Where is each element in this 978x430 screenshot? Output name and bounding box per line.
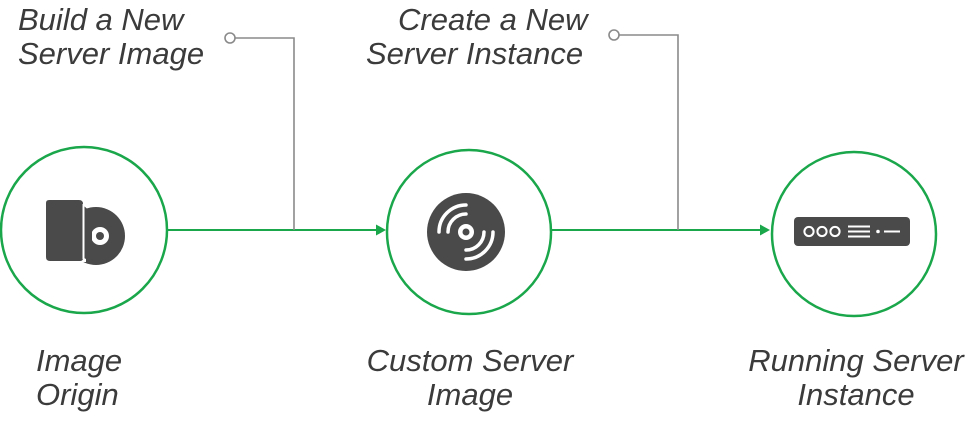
step-label-build-line2: Server Image — [18, 36, 205, 71]
node-label-origin-line2: Origin — [36, 377, 119, 412]
book-disc-icon — [44, 198, 125, 265]
step-label-build-image: Build a New Server Image — [18, 3, 204, 71]
disc-icon — [427, 193, 505, 271]
step-connector-create — [608, 29, 679, 230]
node-label-running-line2: Instance — [797, 377, 915, 412]
node-label-running-line1: Running Server — [748, 343, 964, 378]
node-label-custom-line2: Image — [426, 377, 514, 412]
step-label-build-line1: Build a New — [18, 2, 184, 37]
step-label-create-line2: Server Instance — [366, 36, 584, 71]
node-custom-server-image — [385, 148, 553, 316]
connector-line-create — [619, 34, 679, 230]
node-label-custom-line1: Custom Server — [366, 343, 574, 378]
node-image-origin — [0, 145, 169, 315]
step-label-create-instance: Create a New Server Instance — [366, 3, 588, 71]
arrowhead-to-running — [760, 224, 770, 236]
step-label-create-line1: Create a New — [398, 2, 588, 37]
connector-line-build — [235, 37, 295, 230]
flow-arrows — [168, 224, 770, 236]
node-label-image-origin: Image Origin — [36, 344, 122, 412]
arrowhead-to-custom — [376, 224, 386, 236]
connector-dot-build — [224, 32, 236, 44]
step-connector-build — [224, 32, 295, 230]
node-running-server-instance — [770, 150, 938, 318]
node-label-origin-line1: Image — [36, 343, 123, 378]
connector-dot-create — [608, 29, 620, 41]
node-label-custom-server-image: Custom Server Image — [352, 344, 588, 412]
server-rack-icon — [794, 217, 910, 246]
node-label-running-server-instance: Running Server Instance — [738, 344, 974, 412]
